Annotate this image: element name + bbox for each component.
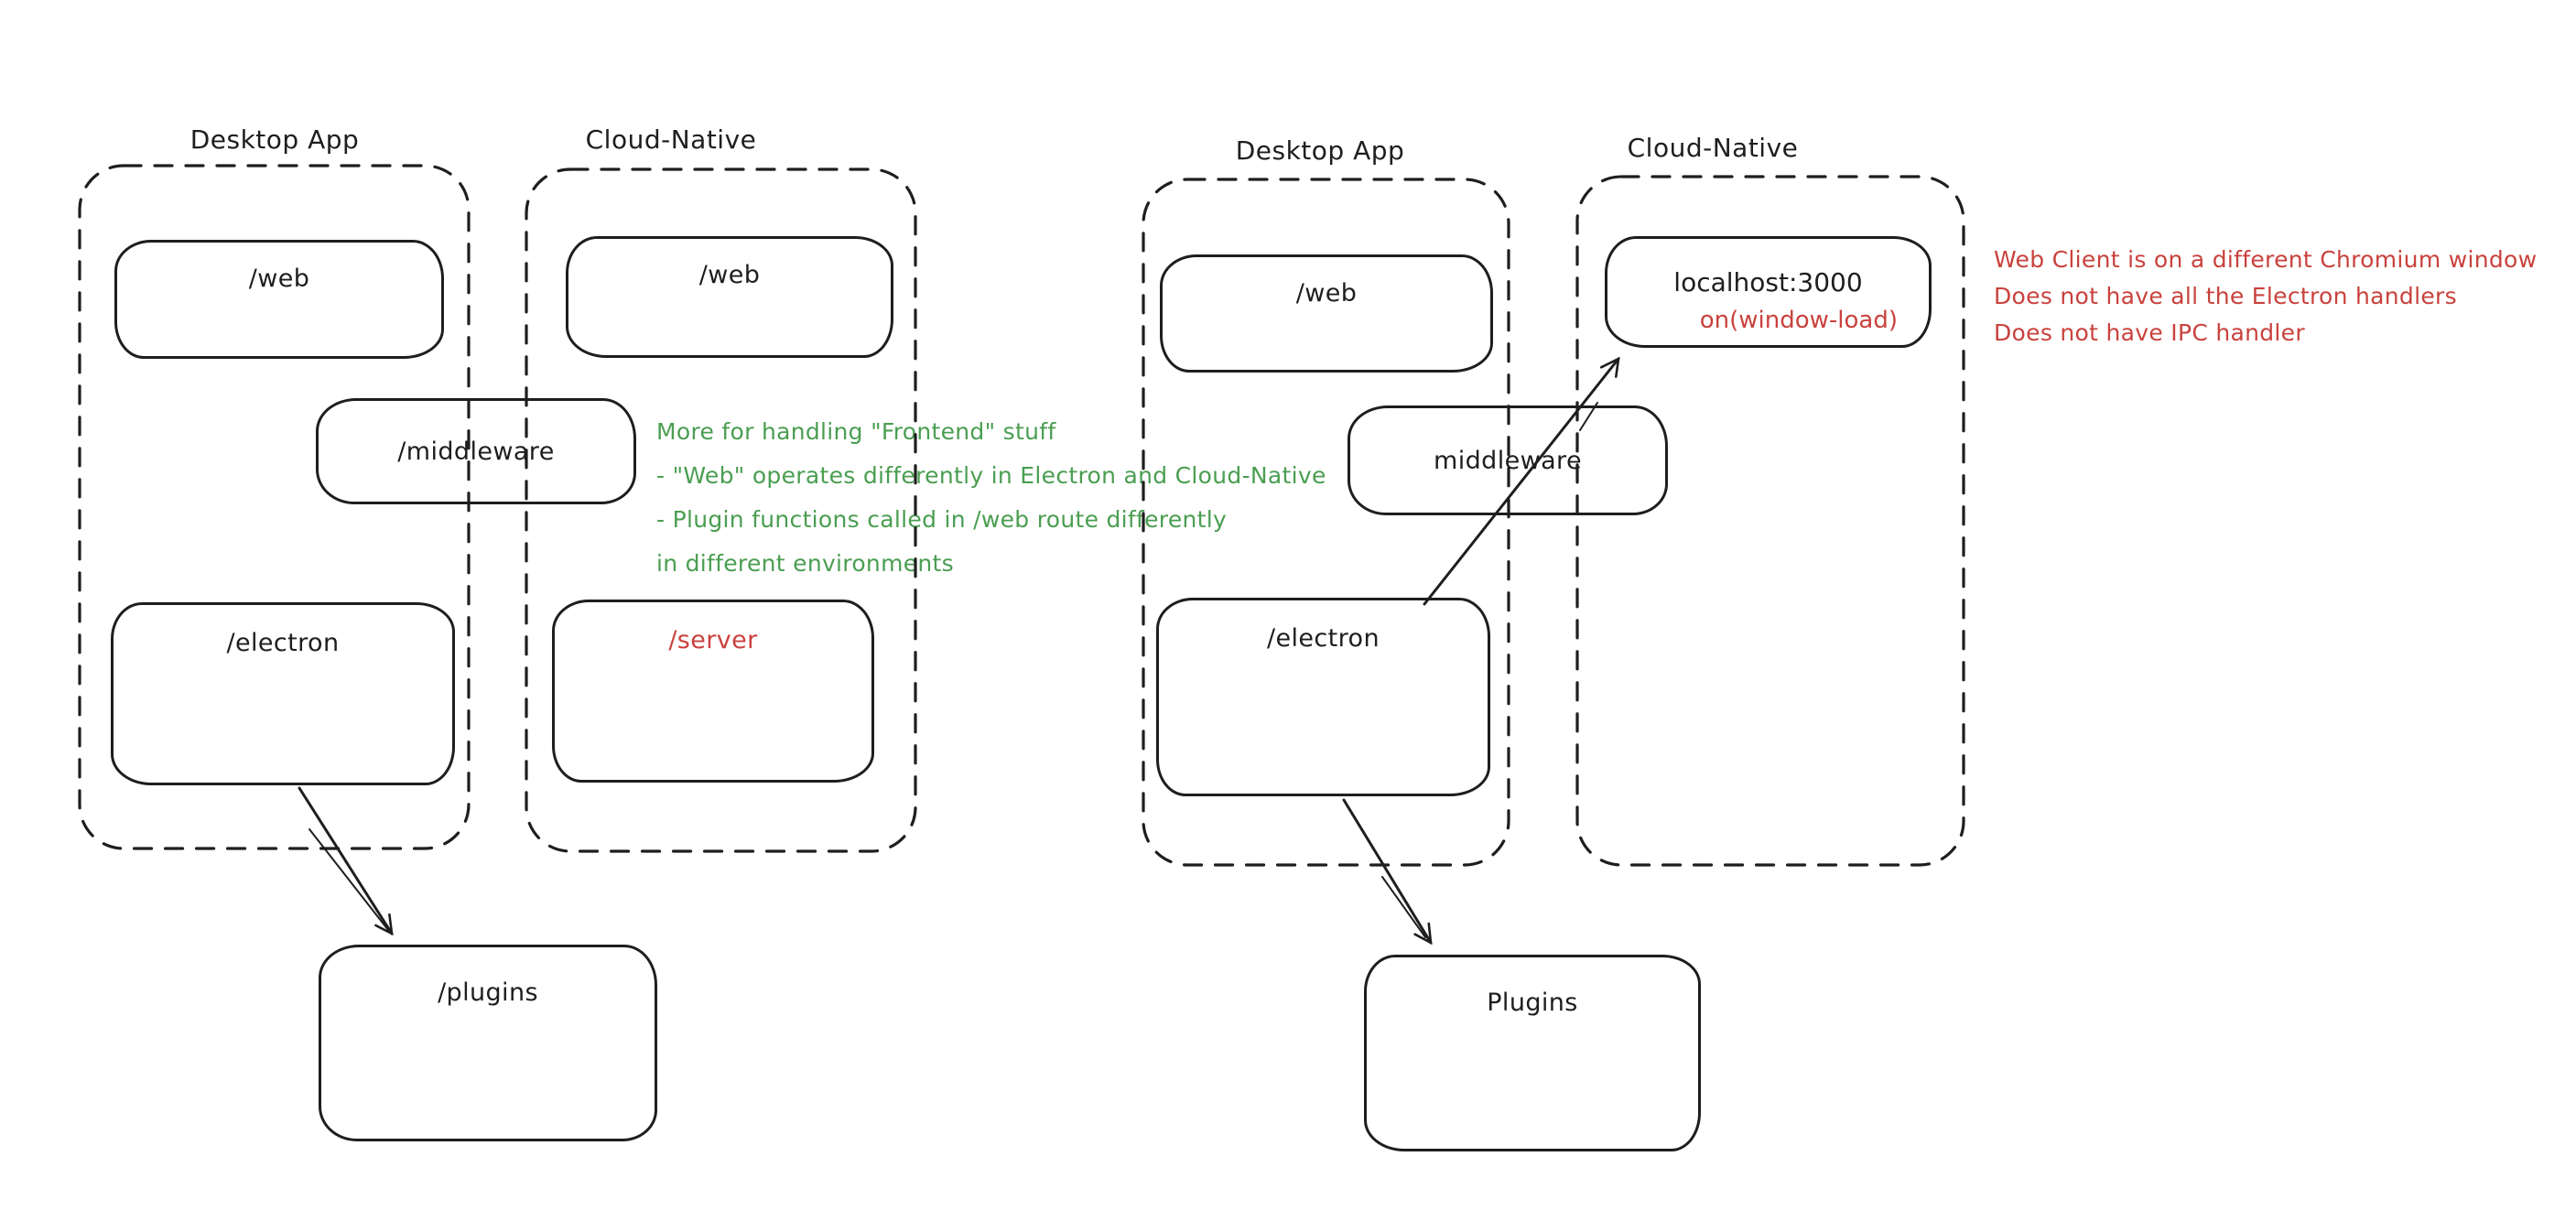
left-plugins-label: /plugins	[438, 978, 538, 1007]
arrow-right-electron-to-plugins-sketch	[1381, 876, 1426, 938]
right-desktop-web-box: /web	[1160, 254, 1493, 373]
left-middleware-label: /middleware	[397, 437, 555, 466]
right-middleware-box: middleware	[1348, 405, 1668, 515]
left-desktop-web-label: /web	[248, 265, 310, 293]
red-note-line-2: Does not have all the Electron handlers	[1994, 283, 2457, 309]
left-electron-box: /electron	[111, 602, 455, 785]
left-cloud-web-label: /web	[698, 261, 761, 289]
green-note-line-3: - Plugin functions called in /web route …	[656, 506, 1228, 533]
green-note-line-2: - "Web" operates differently in Electron…	[656, 462, 1326, 489]
arrow-left-electron-to-plugins-sketch	[308, 828, 389, 931]
left-cloud-web-box: /web	[566, 236, 893, 358]
arrow-right-electron-to-plugins	[1342, 798, 1433, 946]
red-note-line-1: Web Client is on a different Chromium wi…	[1994, 246, 2538, 273]
right-desktop-app-title: Desktop App	[1235, 135, 1405, 166]
right-electron-label: /electron	[1267, 624, 1380, 653]
arrow-left-electron-to-plugins	[298, 786, 394, 936]
right-plugins-label: Plugins	[1487, 989, 1578, 1017]
green-note-line-4: in different environments	[656, 550, 954, 577]
right-electron-box: /electron	[1156, 598, 1490, 796]
red-note-line-3: Does not have IPC handler	[1994, 319, 2305, 346]
left-cloud-native-title: Cloud-Native	[585, 124, 757, 155]
green-note: More for handling "Frontend" stuff - "We…	[656, 410, 1326, 586]
left-server-label: /server	[668, 626, 758, 654]
left-plugins-box: /plugins	[319, 945, 657, 1141]
right-localhost-label: localhost:3000	[1673, 266, 1863, 297]
left-desktop-web-box: /web	[114, 240, 444, 359]
right-plugins-box: Plugins	[1364, 955, 1701, 1151]
left-middleware-box: /middleware	[316, 398, 636, 504]
left-electron-label: /electron	[226, 629, 340, 657]
green-note-line-1: More for handling "Frontend" stuff	[656, 418, 1056, 445]
red-note: Web Client is on a different Chromium wi…	[1994, 242, 2537, 351]
right-cloud-native-title: Cloud-Native	[1627, 133, 1799, 163]
left-server-box: /server	[552, 600, 874, 783]
right-middleware-label: middleware	[1434, 446, 1582, 475]
right-window-load-label: on(window-load)	[1699, 306, 1898, 334]
right-desktop-web-label: /web	[1295, 279, 1358, 308]
left-desktop-app-title: Desktop App	[189, 124, 360, 155]
right-localhost-box: localhost:3000 on(window-load)	[1605, 236, 1932, 348]
